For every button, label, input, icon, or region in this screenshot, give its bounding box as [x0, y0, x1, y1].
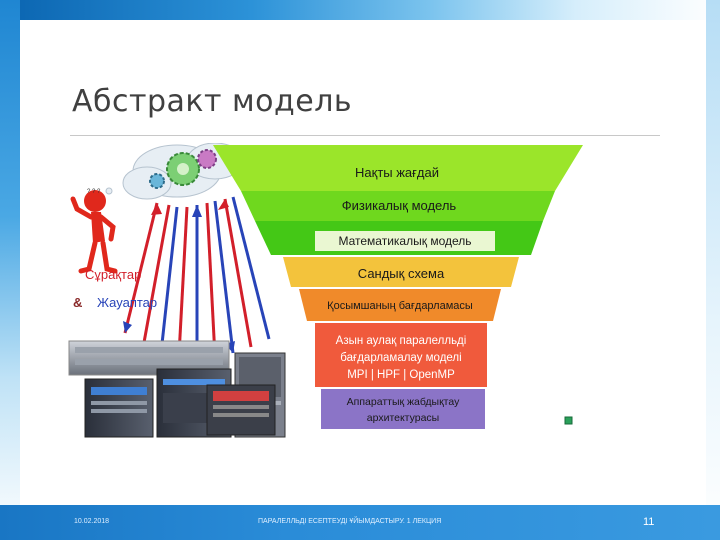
funnel-level-real-situation: [213, 145, 583, 191]
illustration-svg: ? ? ? Сұрақтар & Жауа: [68, 142, 583, 438]
slide-top-border: [0, 0, 720, 20]
funnel-level-application-program: [299, 289, 501, 321]
questions-label: Сұрақтар: [85, 267, 141, 282]
funnel-text-application-program: Қосымшаның бағдарламасы: [327, 300, 473, 312]
slide-title: Абстракт модель: [72, 84, 353, 119]
funnel-text-parallel-line-2: бағдарламалау моделі: [340, 352, 461, 364]
ampersand-label: &: [73, 295, 82, 310]
thinking-figure-icon: ? ? ?: [70, 189, 118, 274]
math-model-label-box: [315, 231, 495, 251]
funnel-level-hardware-architecture: [321, 389, 485, 429]
funnel-text-mathematical-model: Математикалық модель: [338, 234, 471, 248]
title-divider: [70, 135, 660, 136]
thought-cloud-icon: [100, 142, 244, 203]
slide-marker-icon: [564, 416, 573, 425]
page-number: 11: [643, 516, 655, 528]
funnel-text-hardware-line-1: Аппараттық жабдықтау: [347, 396, 460, 408]
footer-date: 10.02.2018: [74, 518, 110, 525]
slide-right-border: [706, 0, 720, 540]
funnel-text-real-situation: Нақты жағдай: [355, 165, 439, 180]
slide-left-border: [0, 0, 20, 540]
answers-label: Жауаптар: [97, 295, 157, 310]
funnel-level-numerical-scheme: [283, 257, 519, 287]
model-funnel: Нақты жағдай Физикалық модель Математика…: [213, 145, 583, 429]
funnel-text-physical-model: Физикалық модель: [342, 198, 457, 213]
funnel-text-numerical-scheme: Сандық схема: [358, 266, 445, 281]
funnel-level-parallel-programming-model: [315, 323, 487, 387]
abstract-model-illustration: ? ? ? Сұрақтар & Жауа: [65, 142, 583, 443]
funnel-text-parallel-line-3: MPI | HPF | OpenMP: [347, 369, 455, 381]
funnel-text-hardware-line-2: архитектурасы: [367, 412, 439, 424]
arrows-bundle: [123, 196, 271, 358]
footer-bar: [0, 505, 720, 540]
footer-course-title: ПАРАЛЕЛЛЬДІ ЕСЕПТЕУДІ ҰЙЫМДАСТЫРУ. 1 ЛЕК…: [258, 518, 442, 525]
svg-text:? ? ?: ? ? ?: [87, 189, 101, 195]
funnel-level-physical-model: [241, 191, 555, 221]
funnel-text-parallel-line-1: Азын аулақ паралелльді: [336, 335, 467, 347]
server-machines-image: [68, 340, 286, 438]
